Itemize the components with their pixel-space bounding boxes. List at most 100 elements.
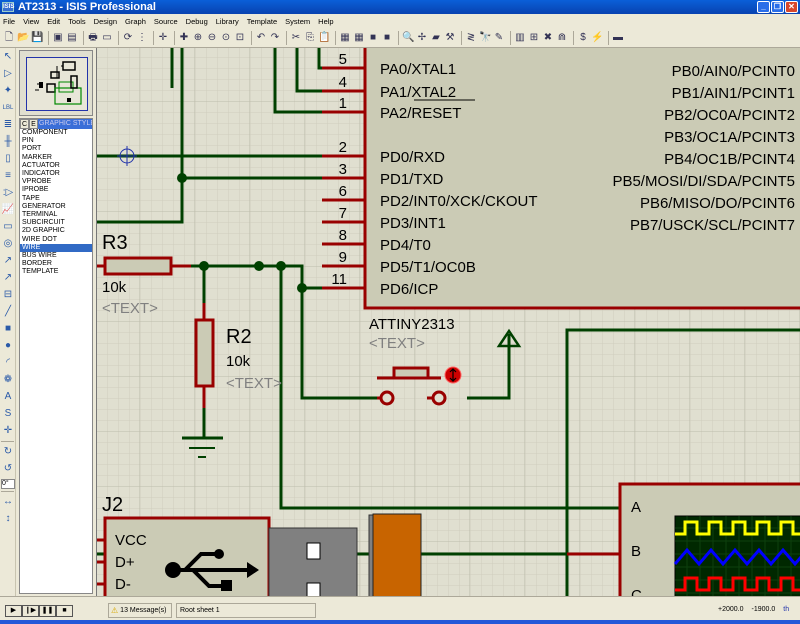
selector-tab-e[interactable]: E <box>29 119 38 129</box>
close-button[interactable]: ✕ <box>785 1 798 13</box>
rotate-clockwise-icon[interactable]: ↻ <box>3 446 13 457</box>
wire-label-icon[interactable]: LBL <box>2 105 14 111</box>
menu-graph[interactable]: Graph <box>125 16 146 26</box>
menu-design[interactable]: Design <box>93 16 118 26</box>
menu-system[interactable]: System <box>285 16 311 26</box>
selector-item-pin[interactable]: PIN <box>22 137 34 145</box>
menu-template[interactable]: Template <box>246 16 278 26</box>
tape-recorder-icon[interactable]: ▭ <box>3 221 13 232</box>
mcu-attiny2313[interactable]: 5PA0/XTAL14PA1/XTAL21PA2/RESET2PD0/RXD3P… <box>322 48 800 352</box>
pick-device-icon[interactable]: 🔍 <box>402 31 415 43</box>
open-icon[interactable]: 📂 <box>17 31 30 43</box>
text-icon[interactable]: A <box>4 391 12 402</box>
selector-item-terminal[interactable]: TERMINAL <box>22 211 58 219</box>
selector-item-subcircuit[interactable]: SUBCIRCUIT <box>22 219 65 227</box>
selector-item-iprobe[interactable]: IPROBE <box>22 186 49 194</box>
zoom-all-icon[interactable]: ⊙ <box>221 31 231 43</box>
selector-item-component[interactable]: COMPONENT <box>22 129 68 136</box>
usb-connector-j2[interactable]: J2 VCC D+ D- GND <box>97 494 422 596</box>
search-tag-icon[interactable]: 🔭 <box>479 31 492 43</box>
selector-item-actuator[interactable]: ACTUATOR <box>22 161 60 169</box>
pause-button[interactable]: ❚❚ <box>39 605 56 617</box>
selector-item-vprobe[interactable]: VPROBE <box>22 178 52 186</box>
step-button[interactable]: ❙▶ <box>22 605 39 617</box>
minimize-button[interactable]: _ <box>757 1 770 13</box>
subcircuit-icon[interactable]: ▯ <box>5 153 11 164</box>
virtual-instruments-icon[interactable]: ⊟ <box>3 289 13 300</box>
graph-icon[interactable]: 📈 <box>1 204 15 215</box>
selector-item-port[interactable]: PORT <box>22 145 42 153</box>
selector-item-tape[interactable]: TAPE <box>22 194 40 202</box>
restore-button[interactable]: ❐ <box>771 1 784 13</box>
selector-item-2d-graphic[interactable]: 2D GRAPHIC <box>22 227 65 235</box>
selection-mode-icon[interactable]: ↖ <box>3 51 13 62</box>
design-explorer-icon[interactable]: ▥ <box>515 31 525 43</box>
selector-item-marker[interactable]: MARKER <box>22 153 52 161</box>
menu-source[interactable]: Source <box>153 16 178 26</box>
new-icon[interactable]: 🗋 <box>4 31 14 43</box>
menu-view[interactable]: View <box>23 16 40 26</box>
block-copy-icon[interactable]: ▦ <box>340 31 350 43</box>
zoom-out-icon[interactable]: ⊖ <box>207 31 217 43</box>
menu-library[interactable]: Library <box>215 16 239 26</box>
selector-item-wire-dot[interactable]: WIRE DOT <box>22 235 57 243</box>
current-probe-icon[interactable]: ↗ <box>3 272 13 283</box>
decompose-icon[interactable]: ⚒ <box>445 31 455 43</box>
make-device-icon[interactable]: ✢ <box>417 31 427 43</box>
menu-help[interactable]: Help <box>318 16 334 26</box>
selector-tab-c[interactable]: C <box>20 119 29 129</box>
paste-icon[interactable]: 📋 <box>318 31 331 43</box>
redraw-icon[interactable]: ⟳ <box>123 31 133 43</box>
selector-item-indicator[interactable]: INDICATOR <box>22 170 60 178</box>
netlist-to-ares-icon[interactable]: ▬ <box>613 31 623 43</box>
play-button[interactable]: ▶ <box>5 605 22 617</box>
bus-icon[interactable]: ╫ <box>4 136 12 147</box>
rotation-angle-input[interactable]: 0° <box>1 479 15 489</box>
print-icon[interactable]: 🖶 <box>88 31 98 43</box>
new-sheet-icon[interactable]: ⊞ <box>529 31 539 43</box>
property-assignment-icon[interactable]: ✎ <box>494 31 504 43</box>
menu-tools[interactable]: Tools <box>68 16 86 26</box>
oscilloscope[interactable]: A B C <box>567 482 800 596</box>
marker-icon[interactable]: ✛ <box>3 425 13 436</box>
voltage-probe-icon[interactable]: ↗ <box>3 255 13 266</box>
menu-edit[interactable]: Edit <box>47 16 61 26</box>
generator-icon[interactable]: ◎ <box>3 238 13 249</box>
component-mode-icon[interactable]: ▷ <box>4 68 12 79</box>
resistor-r3[interactable]: R3 10k <TEXT> <box>97 232 191 317</box>
grid-icon[interactable]: ⋮ <box>137 31 147 43</box>
rotate-anticlockwise-icon[interactable]: ↺ <box>3 463 13 474</box>
undo-icon[interactable]: ↶ <box>256 31 266 43</box>
mirror-x-icon[interactable]: ↔ <box>3 496 13 507</box>
circle-icon[interactable]: ● <box>4 340 12 351</box>
text-script-icon[interactable]: ≣ <box>3 119 13 130</box>
block-move-icon[interactable]: ▦ <box>354 31 364 43</box>
origin-icon[interactable]: ✛ <box>158 31 168 43</box>
selector-item-generator[interactable]: GENERATOR <box>22 202 66 210</box>
device-pin-icon[interactable]: :▷ <box>2 187 14 198</box>
menu-debug[interactable]: Debug <box>185 16 208 26</box>
overview-window[interactable] <box>19 50 93 116</box>
import-section-icon[interactable]: ▣ <box>53 31 63 43</box>
selector-item-template[interactable]: TEMPLATE <box>22 268 59 276</box>
mirror-y-icon[interactable]: ↕ <box>5 513 11 524</box>
exit-to-parent-icon[interactable]: ⋒ <box>557 31 567 43</box>
path-icon[interactable]: ❁ <box>3 374 13 385</box>
schematic-drawing[interactable]: 5PA0/XTAL14PA1/XTAL21PA2/RESET2PD0/RXD3P… <box>97 48 800 596</box>
bill-of-materials-icon[interactable]: $ <box>580 31 586 43</box>
zoom-in-icon[interactable]: ⊕ <box>193 31 203 43</box>
wire-autorouter-icon[interactable]: ≷ <box>466 31 476 43</box>
packaging-tool-icon[interactable]: ▰ <box>432 31 440 43</box>
electrical-rule-check-icon[interactable]: ⚡ <box>591 31 604 43</box>
cut-icon[interactable]: ✂ <box>291 31 301 43</box>
copy-icon[interactable]: ⎘ <box>306 31 314 43</box>
messages-button[interactable]: ⚠ 13 Message(s) <box>108 603 172 618</box>
remove-sheet-icon[interactable]: ✖ <box>543 31 553 43</box>
export-section-icon[interactable]: ▤ <box>67 31 77 43</box>
push-button-switch[interactable] <box>377 366 462 406</box>
menu-file[interactable]: File <box>3 16 16 26</box>
coord-unit[interactable]: th <box>783 606 790 613</box>
redo-icon[interactable]: ↷ <box>270 31 280 43</box>
terminal-icon[interactable]: ≡ <box>5 170 11 181</box>
